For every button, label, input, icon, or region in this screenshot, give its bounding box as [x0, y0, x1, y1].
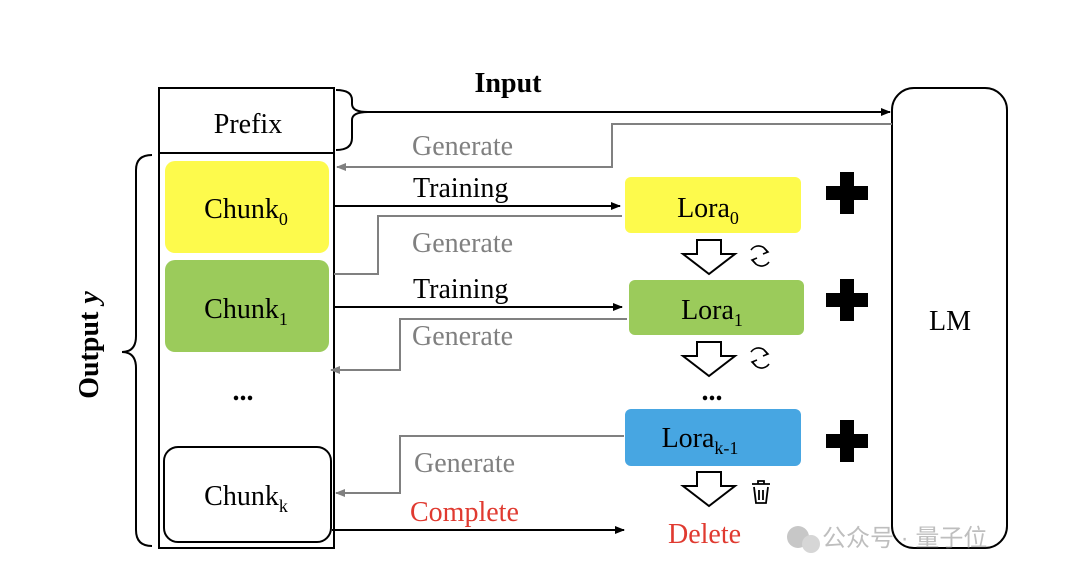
output-brace: [121, 154, 153, 547]
lora-k-1-box: [625, 409, 801, 466]
lora-ellipsis: ...: [702, 376, 723, 407]
generate-k-label: Generate: [414, 448, 515, 479]
down-arrow-icon-0: [680, 239, 738, 276]
plus-icon-0: [826, 172, 868, 214]
lm-label: LM: [929, 306, 971, 337]
chunk-0-label: Chunk0: [204, 194, 288, 229]
chunk-1-label: Chunk1: [204, 294, 288, 329]
generate-1-label: Generate: [412, 321, 513, 352]
generate-0-label: Generate: [412, 228, 513, 259]
lora-0-label: Lora0: [677, 193, 739, 228]
lora-1-label: Lora1: [681, 295, 743, 330]
trash-icon: [752, 480, 770, 504]
delete-label: Delete: [668, 519, 741, 550]
lora-1-box: [629, 280, 804, 335]
prefix-label: Prefix: [214, 109, 282, 140]
training-1-label: Training: [413, 274, 508, 305]
chunk-k-label: Chunkk: [204, 481, 288, 516]
plus-icon-1: [826, 279, 868, 321]
watermark: 公众号 · 量子位: [787, 525, 987, 553]
lm-box: [891, 87, 1008, 549]
generate-1-arrow: [330, 318, 627, 374]
lora-k-1-label: Lorak-1: [662, 423, 739, 458]
down-arrow-icon-2: [680, 471, 738, 508]
chunk-k-box: [163, 446, 332, 543]
training-0-label: Training: [413, 173, 508, 204]
down-arrow-icon-1: [680, 341, 738, 378]
input-label: Input: [475, 68, 543, 99]
chunk-1-box: [165, 260, 329, 352]
plus-icon-2: [826, 420, 868, 462]
generate-top-label: Generate: [412, 131, 513, 162]
complete-label: Complete: [410, 497, 519, 528]
generate-top-arrow: [336, 123, 892, 171]
watermark-text: 公众号 · 量子位: [822, 525, 987, 552]
chunk-ellipsis: ...: [233, 376, 254, 407]
generate-0-arrow: [334, 215, 622, 275]
chunk-0-box: [165, 161, 329, 253]
output-label: Outputy: [74, 291, 105, 399]
generate-k-arrow: [335, 435, 624, 497]
refresh-icon-0: [750, 245, 770, 267]
prefix-brace: [335, 89, 369, 151]
lora-0-box: [625, 177, 801, 233]
refresh-icon-1: [750, 347, 770, 369]
